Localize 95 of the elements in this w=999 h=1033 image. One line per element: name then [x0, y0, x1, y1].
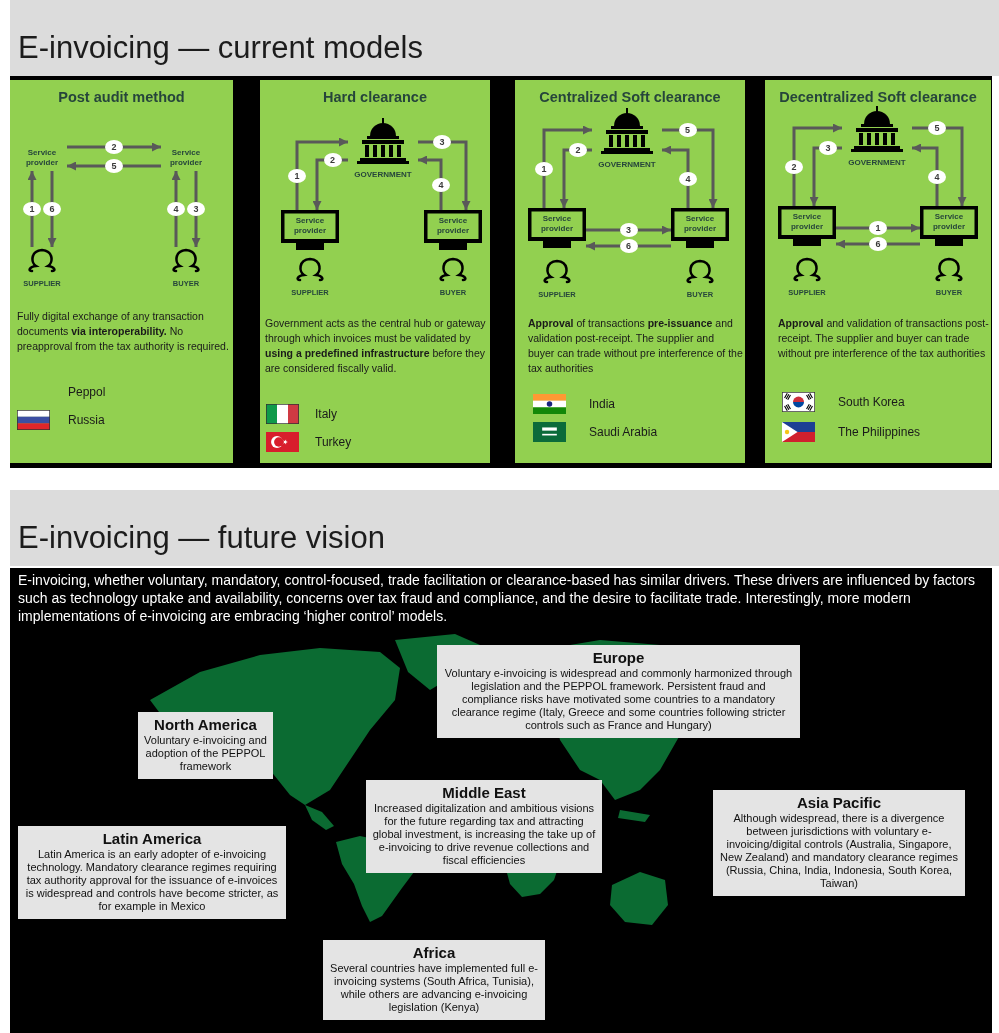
service-provider-label: Service provider	[17, 145, 67, 171]
heading-band	[10, 0, 999, 76]
region-description: Increased digitalization and ambitious visions for the future regarding tax and attracting global investment, is increasing the take up of e-invoicing to drive revenue collections and fiscal efficiencies	[372, 802, 596, 867]
region-callout-box	[366, 780, 602, 873]
region-description: Voluntary e-invoicing and adoption of the PEPPOL framework	[144, 734, 267, 773]
intro-paragraph: E-invoicing, whether voluntary, mandatory, control-focused, trade facilitation or clearance-based has similar drivers. These drivers are influenced by factors such as technology uptake and availability, concerns over tax fraud and compliance, and the desire to facilitate trade. Interestingly, more modern implementations of e-invoicing are embracing ‘higher control’ models.	[18, 571, 977, 625]
region-callout-box	[18, 826, 286, 919]
arrow	[542, 125, 592, 208]
region-callout-box	[437, 645, 800, 738]
edge-label: 5	[928, 121, 946, 135]
country-label: The Philippines	[838, 424, 921, 440]
arrow	[67, 142, 161, 152]
edge-label: 5	[105, 159, 123, 173]
arrow	[792, 123, 842, 206]
arrow	[559, 148, 592, 208]
edge-label: 4	[432, 178, 450, 192]
edge-label: 4	[928, 170, 946, 184]
region-heading: Latin America	[102, 829, 202, 848]
heading-band	[10, 490, 999, 566]
description-text: Approval of transactions pre-issuance and validation post-receipt. The supplier and buyer can trade without pre interference of the tax authorities	[528, 316, 743, 376]
edge-label: 2	[785, 160, 803, 174]
model-panel	[10, 80, 233, 463]
edge-label: 4	[167, 202, 185, 216]
edge-label: 2	[323, 153, 342, 167]
edge-label: 3	[819, 141, 837, 155]
description-text: Approval and validation of transactions post-receipt. The supplier and buyer can trade without pre interference of the tax authorities	[778, 316, 990, 361]
edge-label: 6	[619, 239, 638, 253]
arrow	[912, 126, 967, 206]
panel-heading: Decentralized Soft clearance	[779, 88, 977, 106]
panel-heading: Hard clearance	[323, 88, 427, 106]
edge-label: 1	[288, 169, 306, 183]
description-text: Government acts as the central hub or gateway through which invoices must be validated by using a predefined infrastructure before they are considered fiscally valid.	[265, 316, 487, 376]
service-provider-label: Service provider	[790, 212, 824, 232]
arrow	[912, 143, 939, 206]
edge-label: 1	[869, 221, 887, 235]
edge-label: 5	[678, 123, 697, 137]
region-heading: Africa	[412, 943, 456, 962]
service-provider-label: Service provider	[540, 214, 574, 234]
section-heading: E-invoicing — future vision	[18, 520, 385, 556]
edge-label: 1	[23, 202, 41, 216]
service-provider-label: Service provider	[932, 212, 966, 232]
country-label: Italy	[315, 406, 337, 422]
panel-heading: Post audit method	[58, 88, 185, 106]
region-heading: Middle East	[442, 783, 526, 802]
arrow	[312, 158, 348, 210]
edge-label: 3	[619, 223, 638, 237]
arrow	[662, 145, 690, 208]
region-description: Voluntary e-invoicing is widespread and commonly harmonized through legislation and the PEPPOL framework. Persistent fraud and compliance risks have motivated some countries to a mandatory clearance regime (Italy, Greece and some countries following stricter controls such as France and Hungary)	[443, 667, 794, 732]
edge-label: 2	[105, 140, 123, 154]
region-callout-box	[713, 790, 965, 896]
description-text: Fully digital exchange of any transaction documents via interoperability. No preapproval from the tax authority is required.	[17, 309, 230, 354]
service-provider-label: Service provider	[293, 216, 327, 236]
region-callout-box	[138, 712, 273, 779]
edge-label: 3	[187, 202, 205, 216]
arrow	[836, 223, 920, 233]
arrow	[295, 137, 348, 210]
model-panel	[260, 80, 490, 463]
service-provider-label: Service provider	[161, 145, 211, 171]
service-provider-label: Service provider	[683, 214, 717, 234]
arrow	[418, 140, 471, 210]
arrow	[809, 146, 842, 206]
service-provider-label: Service provider	[436, 216, 470, 236]
edge-label: 1	[535, 162, 553, 176]
edge-label: 6	[869, 237, 887, 251]
region-heading: North America	[154, 715, 257, 734]
country-label: Saudi Arabia	[589, 424, 658, 440]
region-description: Although widespread, there is a divergence between jurisdictions with voluntary e-invoicing/digital controls (Australia, Singapore, New Zealand) and mandatory clearance regimes (Russia, China, India, Indonesia, South Korea, Taiwan)	[719, 812, 959, 890]
edge-label: 3	[433, 135, 451, 149]
edge-label: 4	[679, 172, 697, 186]
map-panel	[10, 568, 992, 1033]
country-label: Turkey	[315, 434, 352, 450]
arrow	[418, 155, 443, 210]
arrow	[67, 161, 161, 171]
edge-label: 6	[43, 202, 61, 216]
edge-label: 2	[569, 143, 587, 157]
government-label: GOVERNMENT	[848, 158, 906, 168]
country-label: Russia	[68, 412, 105, 428]
country-label: India	[589, 396, 616, 412]
government-label: GOVERNMENT	[598, 160, 656, 170]
region-callout-box	[323, 940, 545, 1020]
region-heading: Asia Pacific	[796, 793, 882, 812]
model-panel	[515, 80, 745, 463]
region-description: Latin America is an early adopter of e-invoicing technology. Mandatory clearance regimes requiring tax authority approval for the issuance of e-invoices is widespread and controls have become stricter, as for example in Mexico	[24, 848, 280, 913]
arrow	[662, 128, 718, 208]
region-heading: Europe	[592, 648, 645, 667]
arrow	[836, 239, 920, 249]
region-description: Several countries have implemented full e-invoicing systems (South Africa, Tunisia), while others are advancing e-invoicing legislation (Kenya)	[329, 962, 539, 1014]
arrow	[586, 241, 671, 251]
network-label: Peppol	[68, 384, 106, 400]
model-panel	[765, 80, 991, 463]
panel-heading: Centralized Soft clearance	[539, 88, 721, 106]
country-label: South Korea	[838, 394, 905, 410]
government-label: GOVERNMENT	[354, 170, 412, 180]
arrow	[586, 225, 671, 235]
section-heading: E-invoicing — current models	[18, 30, 423, 66]
